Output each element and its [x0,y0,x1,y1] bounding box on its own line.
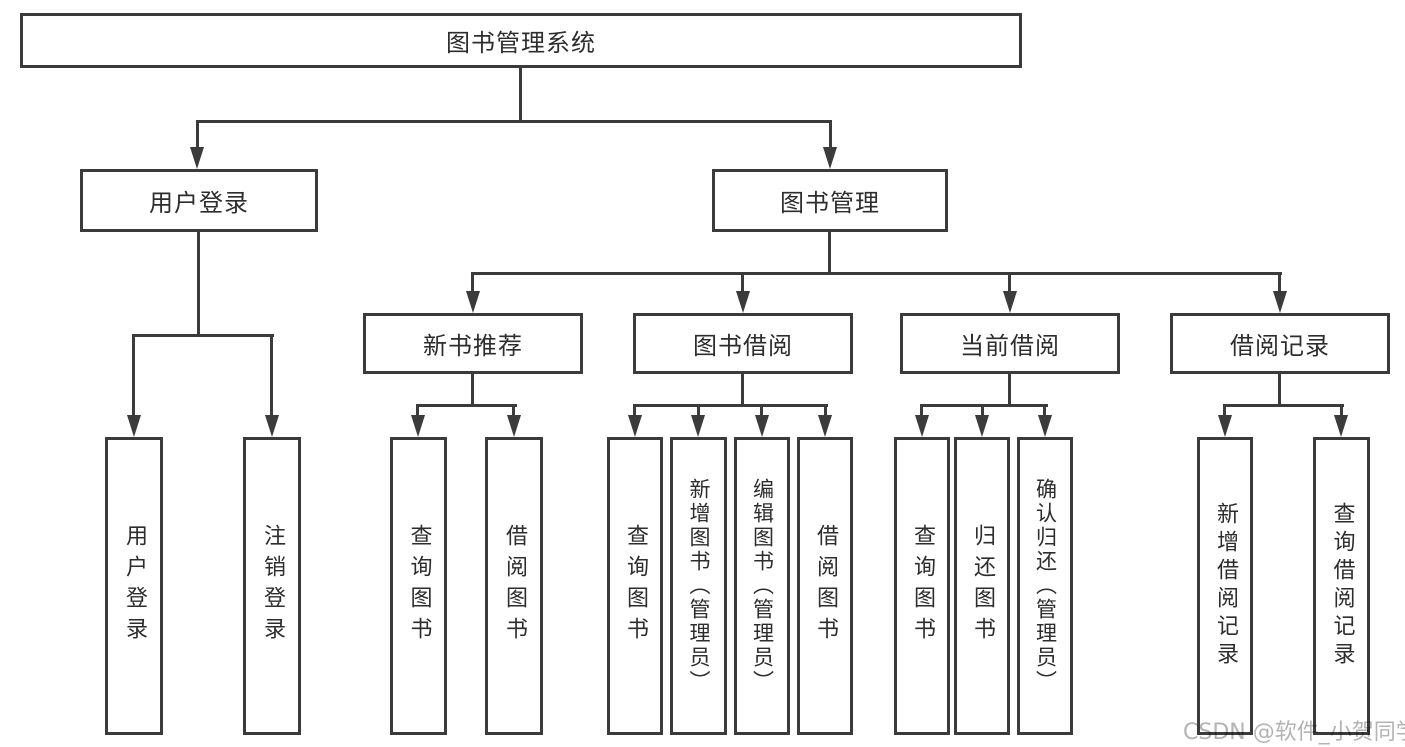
connector-drop [132,334,135,417]
connector-user-login-rail [133,334,274,337]
arrowhead [1273,291,1287,313]
arrowhead [190,147,204,169]
arrowhead [1218,415,1232,437]
connector-book-mgmt-stem [828,232,831,275]
node-leaf-confirm-return-admin: 确认归还（管理员） [1017,437,1073,735]
connector-drop [471,272,474,293]
arrowhead [755,415,769,437]
connector-rail [921,404,1048,407]
arrowhead [628,415,642,437]
arrowhead [736,291,750,313]
connector-drop [633,404,636,418]
node-leaf-add-borrow-record: 新增借阅记录 [1197,437,1253,735]
arrowhead [975,415,989,437]
connector-drop [1008,272,1011,293]
connector-root-stem [519,68,522,122]
node-leaf-add-book-admin: 新增图书（管理员） [670,437,727,735]
node-leaf-query-book-2: 查询图书 [607,437,663,735]
connector-drop [697,404,700,418]
connector-drop [920,404,923,418]
node-leaf-edit-book-admin: 编辑图书（管理员） [734,437,790,735]
connector-drop [1340,404,1343,418]
arrowhead [818,415,832,437]
arrowhead [823,147,837,169]
connector-drop [1043,404,1046,418]
connector-level3-rail [471,272,1282,275]
connector-level2-rail [196,120,832,123]
arrowhead [127,415,141,437]
node-leaf-query-borrow-record: 查询借阅记录 [1313,437,1370,735]
node-leaf-borrow-book-2: 借阅图书 [797,437,853,735]
node-leaf-borrow-book-1: 借阅图书 [485,437,543,735]
connector-user-login-stem [197,232,200,337]
node-leaf-query-book-3: 查询图书 [894,437,950,735]
node-book-borrow: 图书借阅 [633,313,853,374]
arrowhead [265,415,279,437]
node-new-book-recommend: 新书推荐 [363,313,583,374]
node-borrow-record: 借阅记录 [1170,313,1390,374]
arrowhead [915,415,929,437]
connector-user-login-drop [196,120,199,149]
node-leaf-logout: 注销登录 [243,437,301,735]
node-user-login: 用户登录 [80,169,318,232]
connector-drop [760,404,763,418]
connector-rail [634,404,828,407]
arrowhead [1038,415,1052,437]
arrowhead [466,291,480,313]
connector-stem [741,374,744,407]
arrowhead [1003,291,1017,313]
connector-stem [471,374,474,407]
node-leaf-user-login: 用户登录 [105,437,163,735]
connector-drop [1223,404,1226,418]
watermark: CSDN @软件_小贺同学 [1183,720,1405,745]
connector-drop [981,404,984,418]
node-current-borrow: 当前借阅 [900,313,1120,374]
connector-drop [512,404,515,418]
connector-stem [1008,374,1011,407]
arrowhead [1334,415,1348,437]
connector-stem [1278,374,1281,407]
node-leaf-return-book: 归还图书 [954,437,1010,735]
connector-rail [417,404,517,407]
arrowhead [691,415,705,437]
node-root: 图书管理系统 [20,13,1022,68]
connector-drop [416,404,419,418]
arrowhead [411,415,425,437]
connector-drop [824,404,827,418]
connector-rail [1224,404,1344,407]
connector-drop [1278,272,1281,293]
connector-drop [741,272,744,293]
node-book-management: 图书管理 [712,169,948,232]
connector-drop [270,334,273,417]
arrowhead [507,415,521,437]
connector-book-mgmt-drop [829,120,832,149]
node-leaf-query-book-1: 查询图书 [390,437,447,735]
